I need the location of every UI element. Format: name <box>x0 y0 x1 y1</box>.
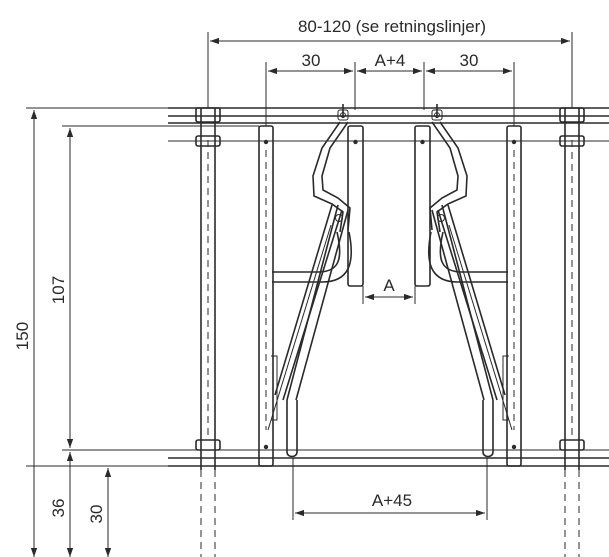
overall-width-label: 80-120 (se retningslinjer) <box>298 17 486 36</box>
opening-label: A <box>383 276 395 295</box>
left-swing-yoke <box>267 121 353 458</box>
dimension-lines <box>30 37 570 557</box>
left-outer-post <box>195 107 221 557</box>
lower-height-1-label: 36 <box>49 499 68 518</box>
right-bay-label: 30 <box>460 51 479 70</box>
bottom-rail <box>168 449 609 467</box>
top-rail <box>168 107 609 142</box>
bottom-span-label: A+45 <box>372 491 412 510</box>
right-swing-yoke <box>427 121 513 458</box>
right-fixed-bar <box>506 125 522 467</box>
left-fixed-bar <box>258 125 274 467</box>
extension-lines <box>26 32 573 520</box>
lower-height-2-label: 30 <box>87 505 106 524</box>
total-height-label: 150 <box>13 322 32 350</box>
inner-height-label: 107 <box>49 276 68 304</box>
right-outer-post <box>559 107 585 557</box>
left-bay-label: 30 <box>302 51 321 70</box>
right-center-post <box>414 104 443 287</box>
center-bay-label: A+4 <box>375 51 406 70</box>
